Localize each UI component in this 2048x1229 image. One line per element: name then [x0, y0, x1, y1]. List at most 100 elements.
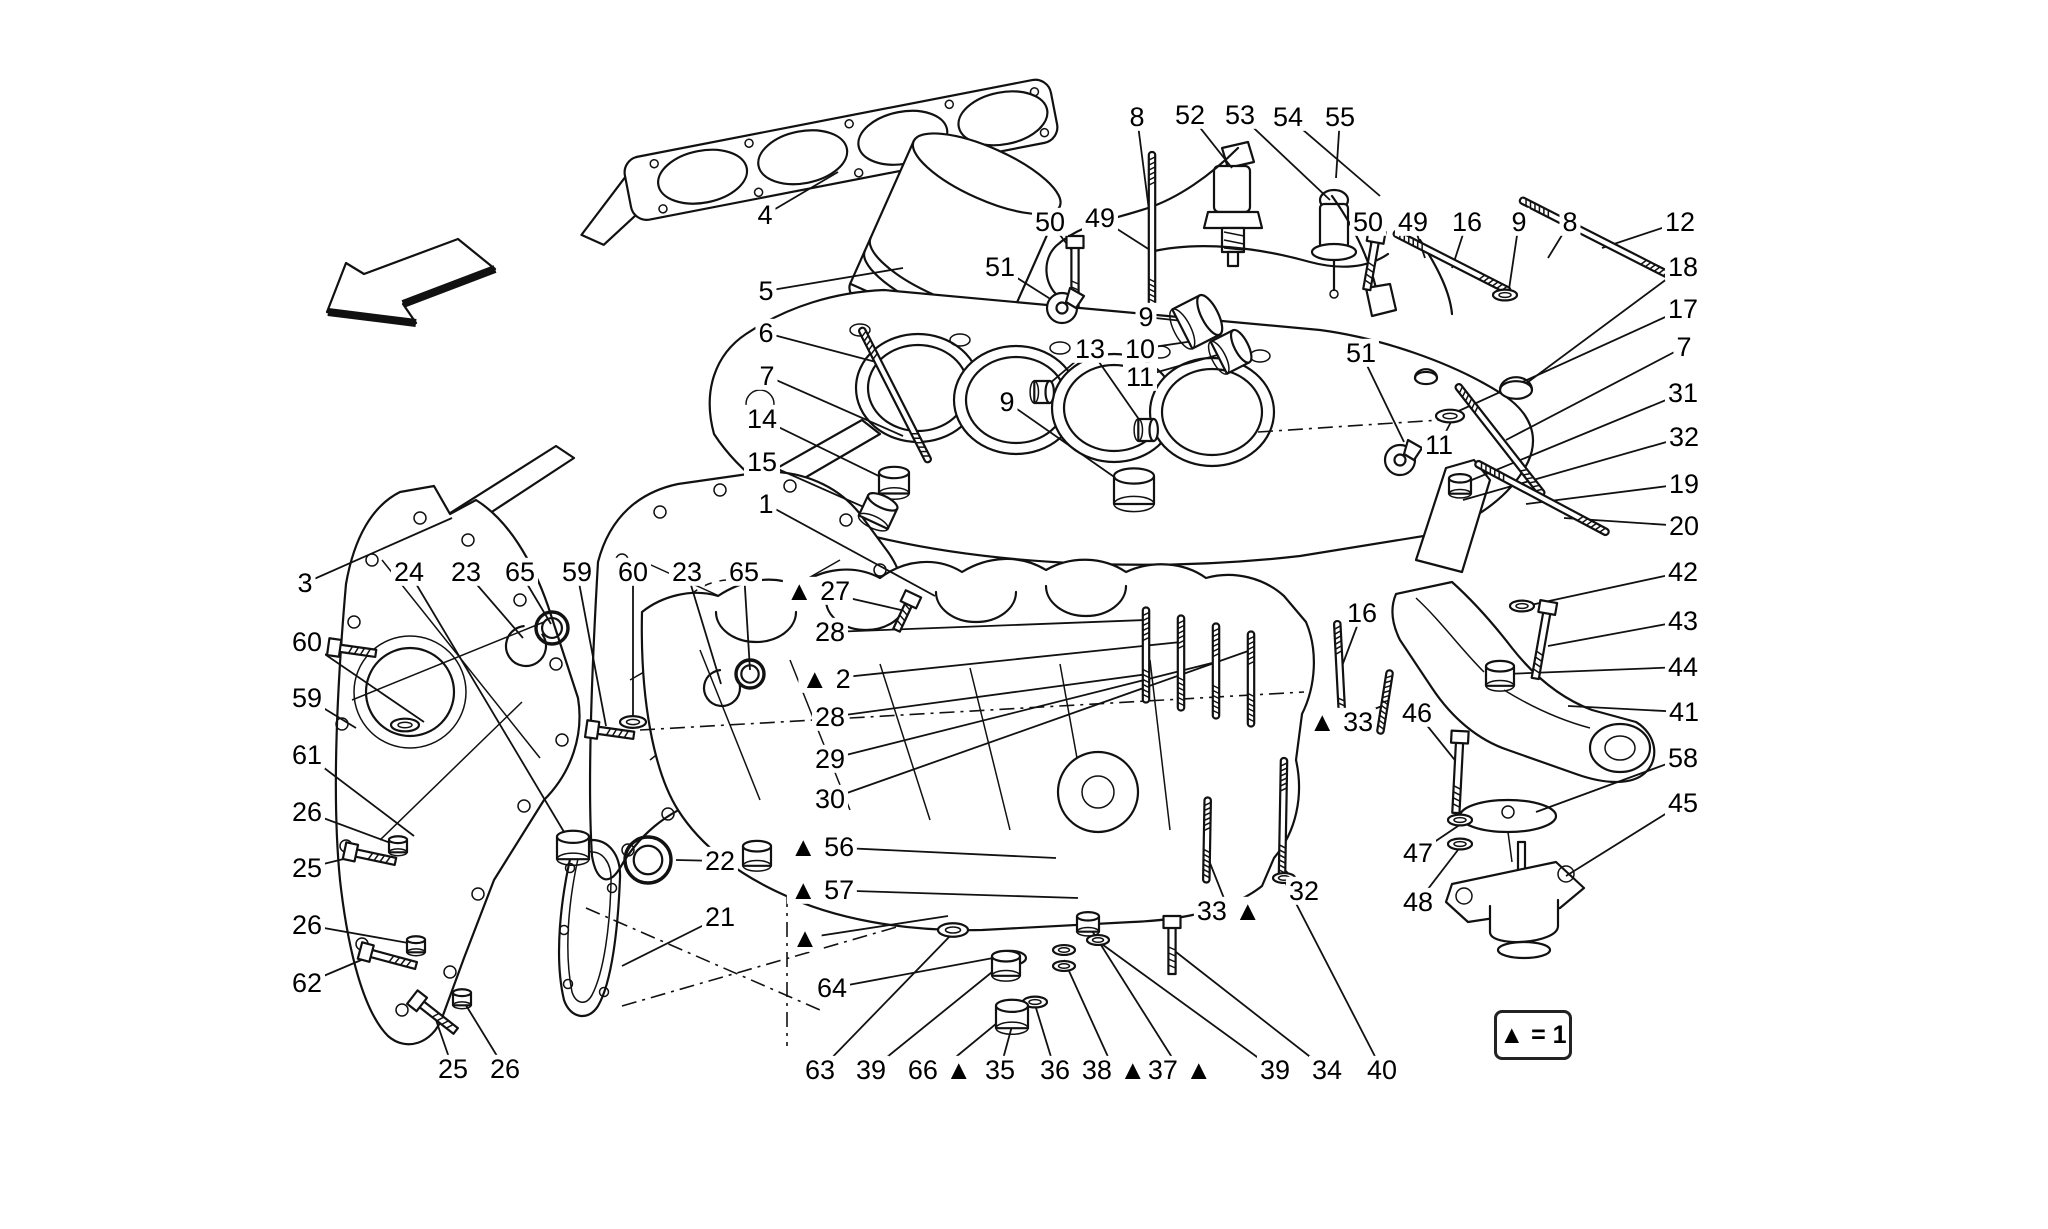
plug-icon [1114, 468, 1154, 511]
temperature-sender [1312, 190, 1356, 298]
callout-39: 39 [852, 1055, 890, 1084]
direction-arrow-icon [327, 239, 495, 323]
callout-62: 62 [288, 968, 326, 997]
plug-icon [879, 467, 909, 499]
plug-icon [856, 490, 900, 535]
callout-41: 41 [1665, 697, 1703, 726]
callout-1: 1 [755, 489, 777, 518]
callout-11: 11 [1122, 362, 1158, 391]
washer-icon [1493, 290, 1517, 301]
callout-5: 5 [755, 276, 777, 305]
callout-4: 4 [754, 200, 776, 229]
callout-59: 59 [558, 557, 596, 586]
callout-2: ▲ 2 [798, 664, 854, 693]
callout-31: 31 [1664, 378, 1702, 407]
plug-icon [743, 841, 771, 871]
washer-icon [1510, 601, 1534, 612]
callout-35: 35 [981, 1055, 1019, 1084]
oil-pressure-sensor [1204, 142, 1262, 266]
stud-icon [1203, 797, 1211, 882]
callout-61: 61 [288, 740, 326, 769]
callout-29: 29 [811, 744, 849, 773]
callout-8: 8 [1126, 102, 1148, 131]
callout-20: 20 [1665, 511, 1703, 540]
washer-icon [1448, 815, 1472, 826]
nut-icon [1449, 474, 1471, 498]
stud-icon [1248, 632, 1254, 727]
washer-icon [938, 923, 968, 937]
bolt-icon [327, 638, 377, 662]
callout-40: 40 [1363, 1055, 1401, 1084]
washer-icon [1448, 839, 1472, 850]
bolt-icon [407, 990, 461, 1037]
callout-17: 17 [1664, 294, 1702, 323]
snap-ring-icon [697, 663, 747, 713]
plug-icon [996, 1000, 1028, 1035]
snap-ring-icon [498, 618, 554, 674]
callout-43: 43 [1664, 606, 1702, 635]
washer-icon [620, 716, 646, 728]
callout-22: 22 [701, 846, 739, 875]
callout-27: ▲ 27 [782, 576, 854, 605]
nut-icon [389, 836, 407, 855]
callout-triangle: ▲ [788, 923, 822, 952]
callout-52: 52 [1171, 100, 1209, 129]
callout-44: 44 [1664, 652, 1702, 681]
cap-icon [1415, 372, 1437, 384]
seal-ring-icon [625, 837, 671, 883]
plug-icon [1205, 327, 1256, 377]
callout-23: 23 [447, 557, 485, 586]
callout-34: 34 [1308, 1055, 1346, 1084]
callout-65: 65 [725, 557, 763, 586]
callout-16: 16 [1448, 207, 1486, 236]
callout-39: 39 [1256, 1055, 1294, 1084]
callout-3: 3 [294, 568, 316, 597]
callout-42: 42 [1664, 557, 1702, 586]
callout-7: 7 [756, 361, 778, 390]
callout-57: ▲ 57 [786, 875, 858, 904]
callout-63: 63 [801, 1055, 839, 1084]
callout-33: 33 ▲ [1193, 896, 1265, 925]
callout-25: 25 [288, 853, 326, 882]
callout-24: 24 [390, 557, 428, 586]
callout-23: 23 [668, 557, 706, 586]
callout-47: 47 [1399, 838, 1437, 867]
plug-icon [1165, 292, 1227, 353]
callout-32: 32 [1285, 876, 1323, 905]
bolt-icon [1164, 916, 1181, 974]
seal-ring-icon [536, 612, 568, 644]
nut-icon [453, 989, 471, 1008]
callout-26: 26 [288, 910, 326, 939]
plug-icon [1134, 419, 1158, 441]
callout-19: 19 [1665, 469, 1703, 498]
callout-50: 50 [1031, 207, 1069, 236]
stud-icon [1279, 758, 1287, 878]
callout-9: 9 [996, 387, 1018, 416]
callout-26: 26 [486, 1054, 524, 1083]
callout-32: 32 [1665, 422, 1703, 451]
callout-60: 60 [288, 627, 326, 656]
callout-49: 49 [1081, 203, 1119, 232]
callout-56: ▲ 56 [786, 832, 858, 861]
callout-55: 55 [1321, 102, 1359, 131]
callout-15: 15 [743, 447, 781, 476]
callout-16: 16 [1343, 598, 1381, 627]
washer-icon [391, 719, 419, 732]
callout-13: 13 [1071, 334, 1109, 363]
engine-mount-bracket [1393, 460, 1655, 782]
plug-icon [557, 831, 589, 866]
stud-icon [1178, 616, 1184, 711]
lower-crankcase [640, 559, 1314, 930]
callout-6: 6 [755, 318, 777, 347]
cap-icon [1500, 381, 1532, 399]
callout-49: 49 [1394, 207, 1432, 236]
callout-37: 37 ▲ [1144, 1055, 1216, 1084]
callout-7: 7 [1673, 332, 1695, 361]
seal-ring-icon [736, 660, 764, 688]
knock-sensor-icon [1385, 440, 1422, 475]
stud-icon [1519, 197, 1673, 280]
nut-icon [1486, 661, 1514, 691]
bolt-icon [1527, 600, 1557, 680]
stud-icon [1149, 152, 1155, 312]
